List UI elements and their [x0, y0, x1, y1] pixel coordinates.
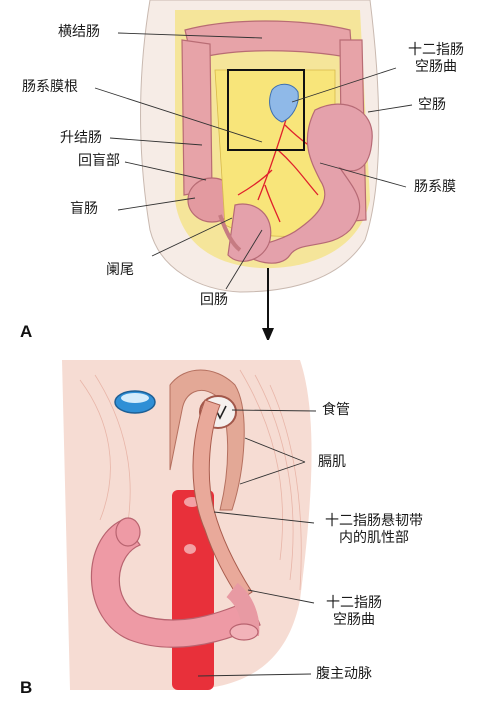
leader-lines-b — [197, 409, 317, 677]
label-jejunum: 空肠 — [418, 97, 446, 113]
label-ileum: 回肠 — [200, 292, 228, 308]
suspensory-muscle — [192, 399, 253, 601]
leader-lines-a — [94, 32, 413, 290]
label-dj-flexure-b-line2: 空肠曲 — [333, 612, 375, 628]
label-dj-flexure-a-line1: 十二指肠 — [408, 42, 464, 58]
duodenum — [269, 83, 299, 123]
label-mesentery-root: 肠系膜根 — [22, 79, 78, 95]
label-ileocecal: 回盲部 — [78, 153, 120, 169]
panel-b-letter: B — [20, 678, 33, 697]
label-aorta: 腹主动脉 — [316, 666, 372, 682]
label-appendix: 阑尾 — [106, 262, 134, 278]
jejunum-end — [229, 623, 259, 641]
panel-a-illustration — [94, 0, 413, 340]
label-diaphragm: 膈肌 — [318, 454, 346, 470]
label-esophagus: 食管 — [322, 402, 350, 418]
zoom-box — [227, 69, 305, 151]
duodenum-end — [115, 517, 141, 547]
label-suspensory-muscle-line2: 内的肌性部 — [339, 530, 409, 546]
label-cecum: 盲肠 — [70, 201, 98, 217]
label-dj-flexure-b-line1: 十二指肠 — [326, 595, 382, 611]
label-dj-flexure-a-line2: 空肠曲 — [415, 59, 457, 75]
label-dj-flexure-b: 十二指肠 空肠曲 — [310, 595, 398, 629]
label-ascending-colon: 升结肠 — [60, 130, 102, 146]
label-transverse-colon: 横结肠 — [58, 24, 100, 40]
label-dj-flexure-a: 十二指肠 空肠曲 — [398, 42, 474, 76]
label-suspensory-muscle: 十二指肠悬韧带 内的肌性部 — [310, 513, 438, 547]
panel-arrow-head — [262, 328, 274, 340]
duodenum-b — [90, 519, 261, 648]
label-mesentery: 肠系膜 — [414, 179, 456, 195]
panel-a-letter: A — [20, 322, 33, 341]
label-suspensory-muscle-line1: 十二指肠悬韧带 — [325, 513, 423, 529]
appendix — [218, 214, 242, 252]
